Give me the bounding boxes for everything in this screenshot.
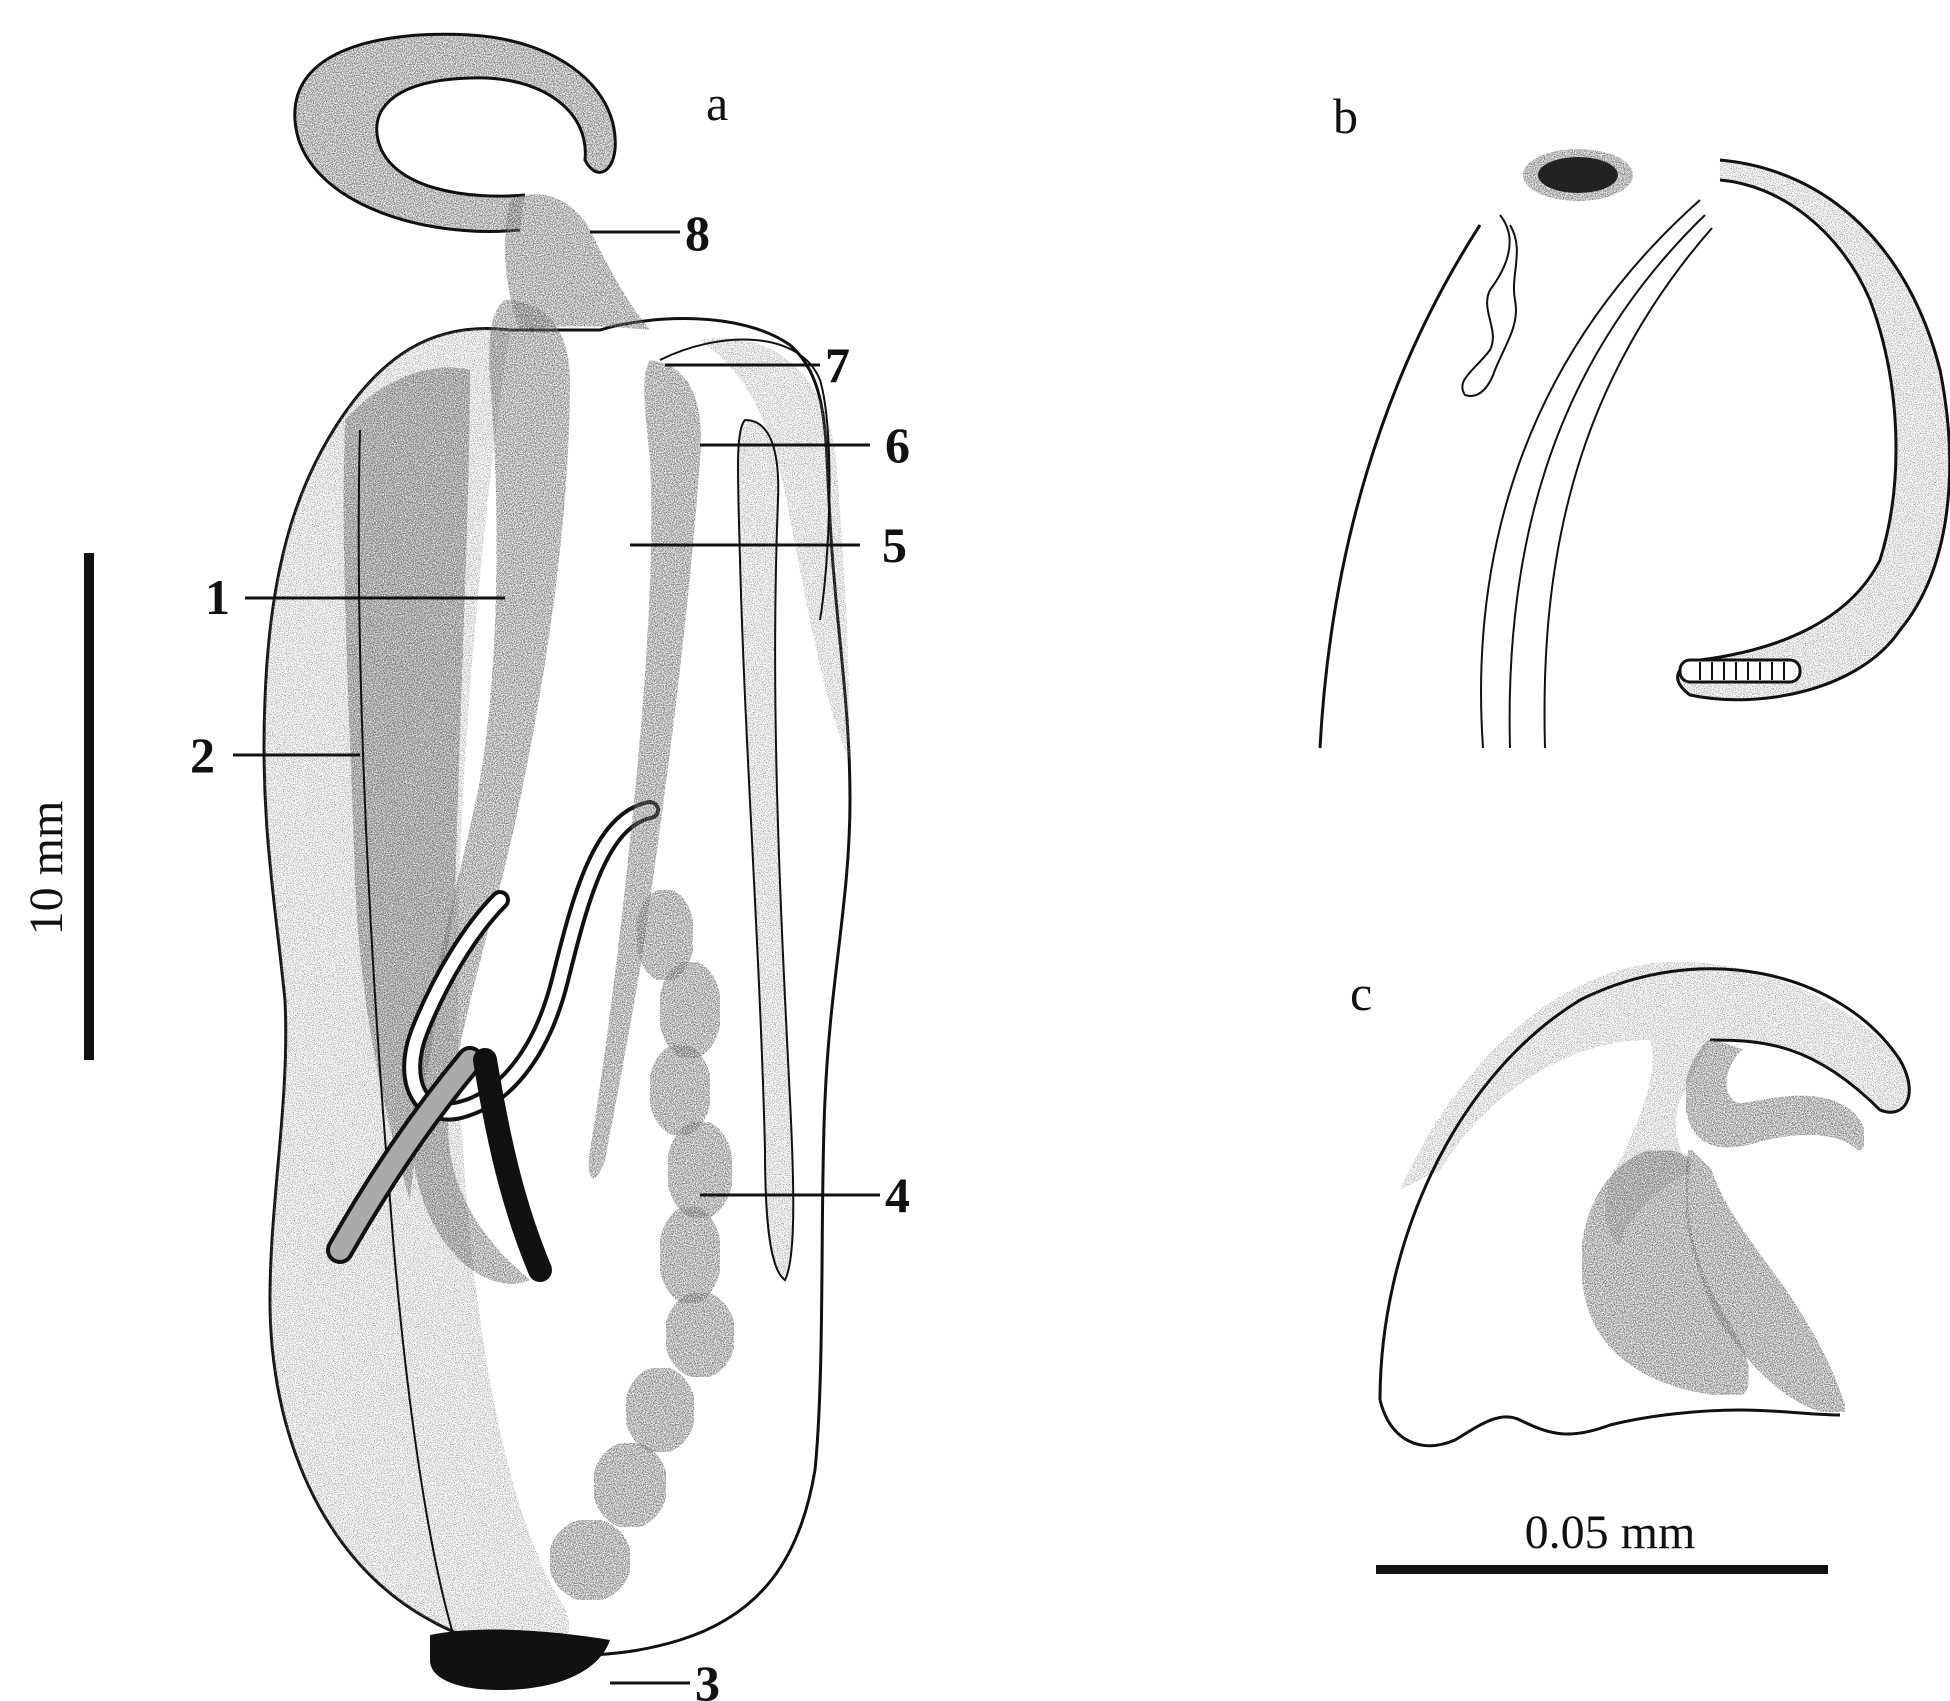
callout-6: 6 (885, 417, 910, 473)
callout-3: 3 (695, 1655, 720, 1701)
panel-b: b (1320, 88, 1950, 748)
panel-c-bottom-outline (1380, 1400, 1840, 1446)
scale-bar-large-line (84, 553, 94, 1060)
scale-bar-large-label: 10 mm (20, 801, 73, 936)
panel-b-letter: b (1333, 88, 1358, 144)
panel-c: c (1350, 962, 1909, 1446)
lower-branch-2 (485, 1060, 540, 1270)
callout-1: 1 (205, 569, 230, 625)
callout-4: 4 (885, 1167, 910, 1223)
panel-b-dark-cap-core (1538, 157, 1618, 193)
scale-bar-small-line (1376, 1565, 1828, 1574)
panel-b-outer-curve (1320, 225, 1480, 748)
scale-bar-small: 0.05 mm (1376, 1506, 1828, 1574)
panel-a: a (190, 34, 910, 1701)
callout-7: 7 (825, 337, 850, 393)
callout-2: 2 (190, 727, 215, 783)
scale-bar-large: 10 mm (20, 553, 94, 1060)
structure-4-coil (550, 890, 734, 1600)
scale-bar-small-label: 0.05 mm (1525, 1506, 1696, 1559)
panel-a-letter: a (706, 75, 728, 131)
panel-c-letter: c (1350, 965, 1372, 1021)
panel-b-inner-curve-2 (1510, 215, 1705, 748)
panel-b-hook-tip (1680, 660, 1800, 682)
callout-5: 5 (882, 517, 907, 573)
callout-8: 8 (685, 205, 710, 261)
structure-3-base (430, 1630, 610, 1690)
